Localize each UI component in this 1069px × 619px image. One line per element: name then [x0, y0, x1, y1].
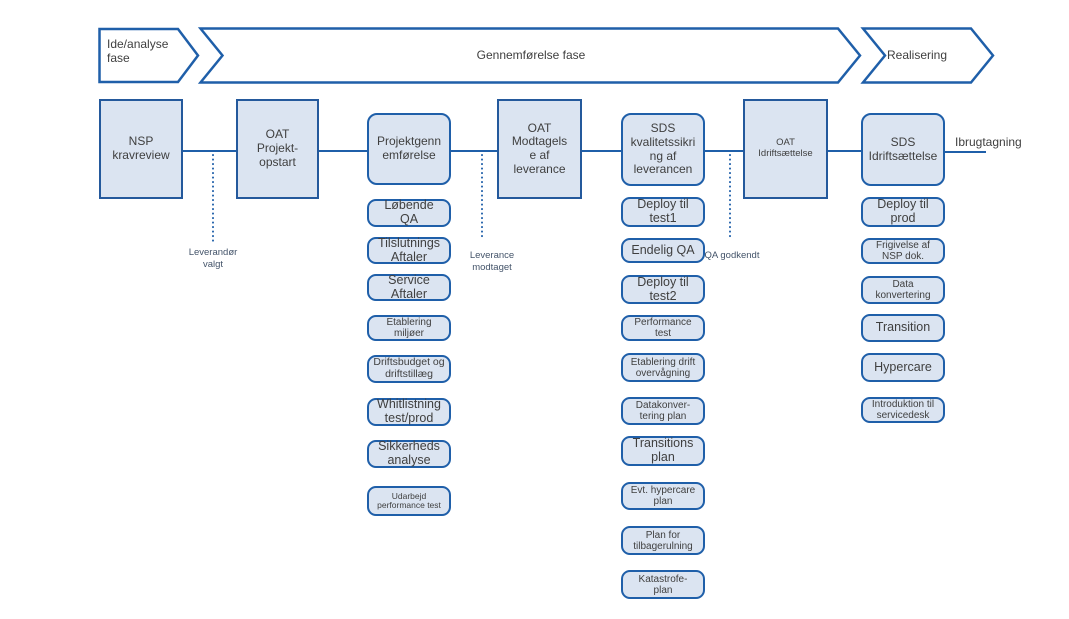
task-performance-test: Performance test	[621, 315, 705, 341]
task-etablering-miljoeer: Etablering miljøer	[367, 315, 451, 341]
task-deploy-til-test1: Deploy til test1	[621, 197, 705, 227]
phase-label-realisering: Realisering	[886, 48, 948, 62]
task-driftsbudget: Driftsbudget og driftstillæg	[367, 355, 451, 383]
box-oat-modtagelse: OAT Modtagelse af leverance	[497, 99, 582, 199]
task-label: Etablering miljøer	[386, 317, 432, 339]
task-label: Tilslutnings Aftaler	[377, 235, 441, 264]
task-label: Udarbejd performance test	[377, 490, 441, 510]
task-label: Service Aftaler	[388, 272, 430, 301]
task-label: Sikkerheds analyse	[378, 439, 440, 467]
task-sikkerhedsanalyse: Sikkerheds analyse	[367, 439, 451, 468]
task-datakonvertering-plan: Datakonver-tering plan	[621, 397, 705, 425]
box-label: SDS kvalitetssikring af leverancen	[630, 121, 696, 177]
box-label: OAT Modtagelse af leverance	[511, 120, 568, 176]
task-label: Løbende QA	[384, 198, 434, 226]
milestone-label-leverance-modtaget: Leverance modtaget	[469, 250, 515, 274]
box-label: Projektgennemførelse	[376, 134, 442, 162]
milestone-label-leverandoer-valgt: Leverandør valgt	[188, 247, 238, 271]
task-label: Deploy til prod	[877, 197, 929, 225]
task-label: Deploy til test2	[637, 274, 689, 303]
box-sds-idriftsaettelse: SDS Idriftsættelse	[861, 113, 945, 186]
task-transition: Transition	[861, 314, 945, 342]
box-label: OAT Idriftsættelse	[758, 137, 813, 159]
task-label: Etablering drift overvågning	[630, 356, 696, 379]
end-label-ibrugtagning: Ibrugtagning	[955, 135, 1022, 149]
task-label: Hypercare	[874, 359, 932, 374]
box-label: OAT Projekt-opstart	[256, 127, 299, 169]
task-udarbejd-performance-test: Udarbejd performance test	[367, 486, 451, 516]
task-label: Deploy til test1	[637, 197, 689, 225]
task-katastrofeplan: Katastrofe-plan	[621, 570, 705, 599]
task-label: Transition	[875, 320, 931, 335]
task-hypercare: Hypercare	[861, 353, 945, 382]
box-sds-kvalitetssikring: SDS kvalitetssikring af leverancen	[621, 113, 705, 186]
task-introduktion-servicedesk: Introduktion til servicedesk	[861, 397, 945, 423]
phase-shape-gennemfoerelse	[197, 27, 862, 84]
phase-shape-realisering	[860, 27, 995, 84]
task-label: Endelig QA	[631, 242, 695, 257]
task-label: Whitlistning test/prod	[377, 397, 441, 425]
task-loebende-qa: Løbende QA	[367, 198, 451, 227]
box-projektgennemfoerelse: Projektgennemførelse	[367, 113, 451, 185]
task-transitions-plan: Transitions plan	[621, 436, 705, 466]
task-label: Evt. hypercare plan	[630, 485, 696, 507]
task-tilslutnings-aftaler: Tilslutnings Aftaler	[367, 235, 451, 264]
task-service-aftaler: Service Aftaler	[367, 272, 451, 301]
phase-label-ide-analyse: Ide/analyse fase	[107, 37, 169, 65]
task-data-konvertering: Data konvertering	[861, 276, 945, 304]
box-label: NSP kravreview	[112, 134, 170, 162]
task-label: Plan for tilbagerulning	[633, 529, 693, 552]
box-nsp-kravreview: NSP kravreview	[99, 99, 183, 199]
task-etablering-drift-overvaagning: Etablering drift overvågning	[621, 353, 705, 382]
box-oat-projektopstart: OAT Projekt-opstart	[236, 99, 319, 199]
task-deploy-til-test2: Deploy til test2	[621, 275, 705, 304]
box-oat-idriftsaettelse: OAT Idriftsættelse	[743, 99, 828, 199]
phase-shape-ide-analyse	[98, 27, 200, 84]
task-endelig-qa: Endelig QA	[621, 238, 705, 263]
box-label: SDS Idriftsættelse	[868, 134, 938, 163]
task-plan-for-tilbagerulning: Plan for tilbagerulning	[621, 526, 705, 555]
task-label: Datakonver-tering plan	[635, 400, 691, 422]
task-deploy-til-prod: Deploy til prod	[861, 197, 945, 227]
task-label: Performance test	[634, 317, 692, 339]
task-evt-hypercare-plan: Evt. hypercare plan	[621, 482, 705, 510]
task-label: Introduktion til servicedesk	[871, 399, 935, 421]
task-frigivelse-nsp-dok: Frigivelse af NSP dok.	[861, 238, 945, 264]
task-label: Data konvertering	[875, 279, 931, 301]
task-label: Driftsbudget og driftstillæg	[373, 356, 445, 380]
task-label: Frigivelse af NSP dok.	[876, 240, 930, 262]
task-label: Katastrofe-plan	[638, 573, 688, 596]
phase-label-gennemfoerelse: Gennemførelse fase	[476, 48, 586, 62]
task-whitlistning: Whitlistning test/prod	[367, 397, 451, 426]
milestone-label-qa-godkendt: QA godkendt	[704, 250, 760, 261]
task-label: Transitions plan	[632, 436, 694, 464]
